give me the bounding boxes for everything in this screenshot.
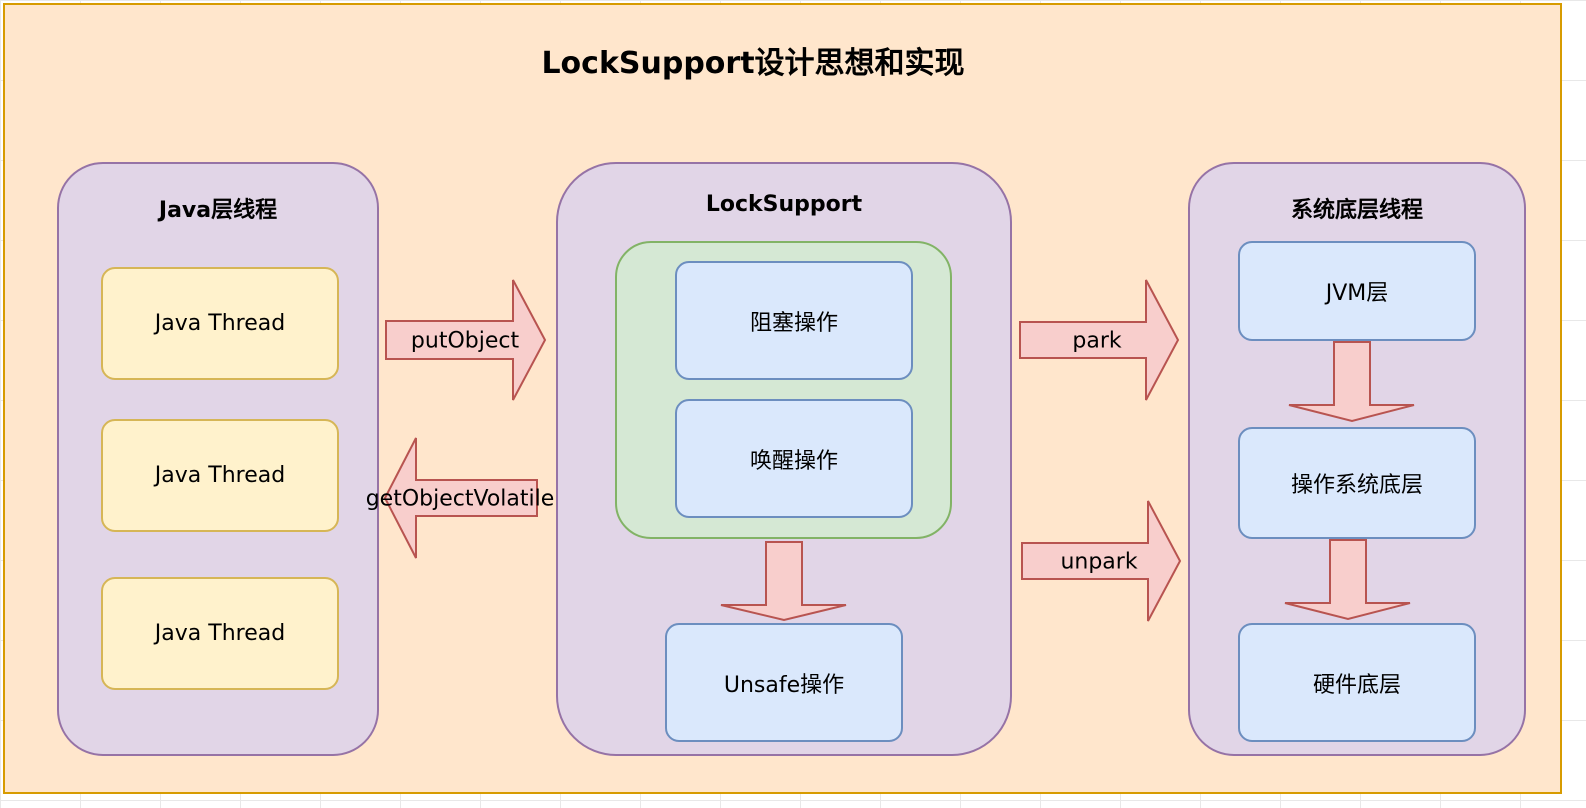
unsafe-operation-box: Unsafe操作 (665, 623, 903, 742)
park-label: park (1072, 328, 1122, 354)
java-layer-title: Java层线程 (158, 198, 278, 223)
java-thread-box: Java Thread (101, 577, 339, 690)
get-object-volatile-label: getObjectVolatile (365, 486, 555, 512)
wake-operation-box: 唤醒操作 (675, 399, 913, 518)
java-thread-box: Java Thread (101, 419, 339, 532)
locksupport-title: LockSupport (705, 192, 863, 217)
block-operation-box: 阻塞操作 (675, 261, 913, 380)
java-thread-box: Java Thread (101, 267, 339, 380)
system-layer-title: 系统底层线程 (1290, 198, 1423, 223)
diagram-title: LockSupport设计思想和实现 (541, 46, 965, 81)
unpark-label: unpark (1060, 549, 1138, 575)
hardware-layer-box: 硬件底层 (1238, 623, 1476, 742)
jvm-layer-box: JVM层 (1238, 241, 1476, 341)
put-object-label: putObject (410, 328, 520, 354)
os-layer-box: 操作系统底层 (1238, 427, 1476, 539)
